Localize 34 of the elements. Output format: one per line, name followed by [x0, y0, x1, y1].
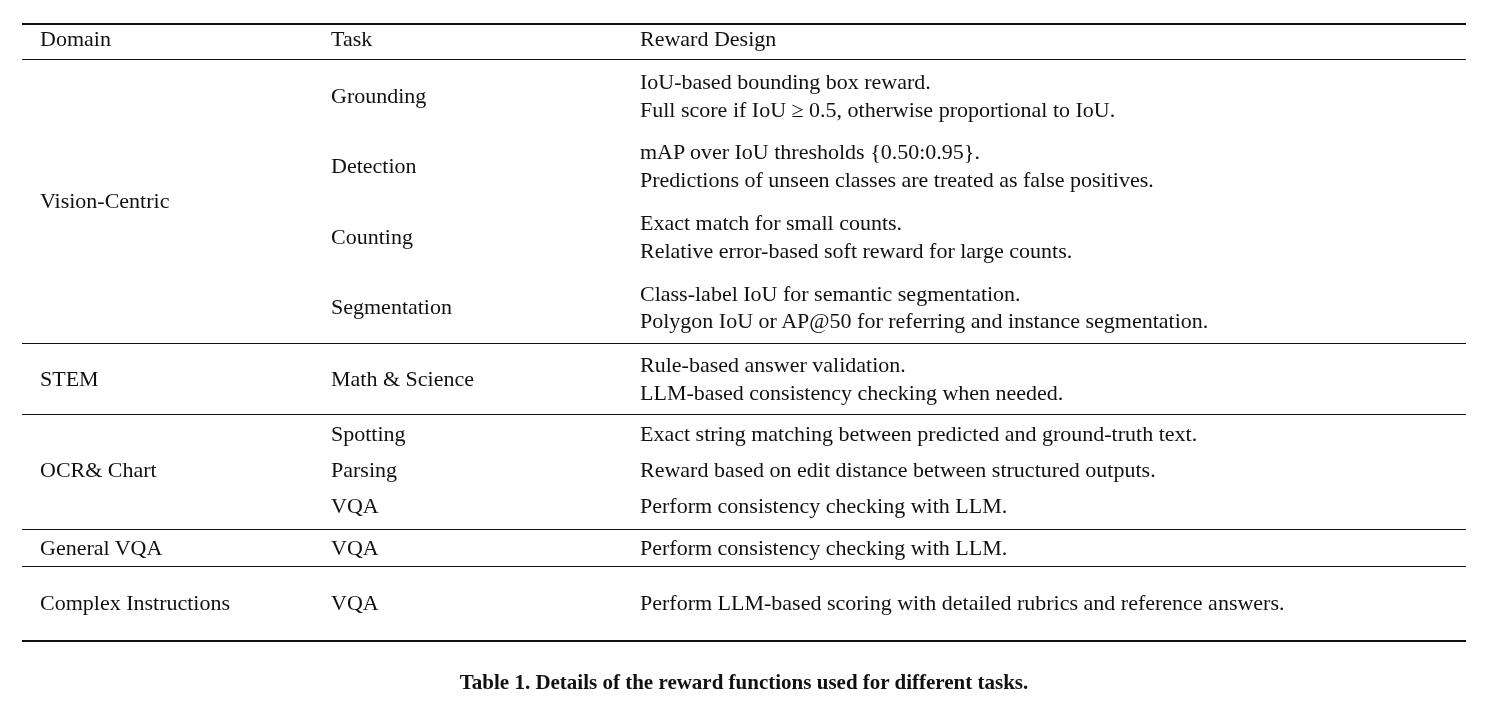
table-cell: Math & Science [331, 365, 474, 393]
table-cell: Vision-Centric [40, 187, 170, 215]
column-header: Reward Design [640, 25, 777, 53]
table-cell: Relative error-based soft reward for large counts. [640, 237, 1073, 265]
table-cell: Perform consistency checking with LLM. [640, 534, 1008, 562]
table-cell: IoU-based bounding box reward. [640, 68, 931, 96]
table-caption: Table 1. Details of the reward functions used for different tasks. [458, 670, 1030, 695]
table-cell: Exact match for small counts. [640, 209, 903, 237]
table-cell: Polygon IoU or AP@50 for referring and instance segmentation. [640, 307, 1209, 335]
table-cell: Spotting [331, 420, 406, 448]
table-cell-text: Perform LLM-based scoring with detailed rubrics and reference answers. [640, 589, 1286, 617]
column-header: Domain [40, 25, 111, 53]
table-cell: LLM-based consistency checking when needed. [640, 379, 1064, 407]
table-cell: Complex Instructions [40, 589, 231, 617]
table-cell: Reward based on edit distance between structured outputs. [640, 456, 1156, 484]
table-cell: Exact string matching between predicted and ground-truth text. [640, 420, 1198, 448]
table-cell: VQA [331, 534, 379, 562]
table-cell: mAP over IoU thresholds {0.50:0.95}. [640, 138, 980, 166]
table-cell: VQA [331, 589, 379, 617]
table-cell: STEM [40, 365, 99, 393]
table-cell: Parsing [331, 456, 397, 484]
table-cell: Segmentation [331, 293, 452, 321]
table-cell: VQA [331, 492, 379, 520]
table-cell: Rule-based answer validation. [640, 351, 906, 379]
table-cell: Counting [331, 223, 413, 251]
table-cell: OCR& Chart [40, 456, 157, 484]
table-cell: Class-label IoU for semantic segmentation. [640, 280, 1021, 308]
table-cell: Grounding [331, 82, 427, 110]
column-header: Task [331, 25, 373, 53]
table-cell: General VQA [40, 534, 163, 562]
table-cell: Detection [331, 152, 417, 180]
table-cell: Full score if IoU ≥ 0.5, otherwise proportional to IoU. [640, 96, 1116, 124]
table-cell: Predictions of unseen classes are treated as false positives. [640, 166, 1154, 194]
table-cell: Perform consistency checking with LLM. [640, 492, 1008, 520]
